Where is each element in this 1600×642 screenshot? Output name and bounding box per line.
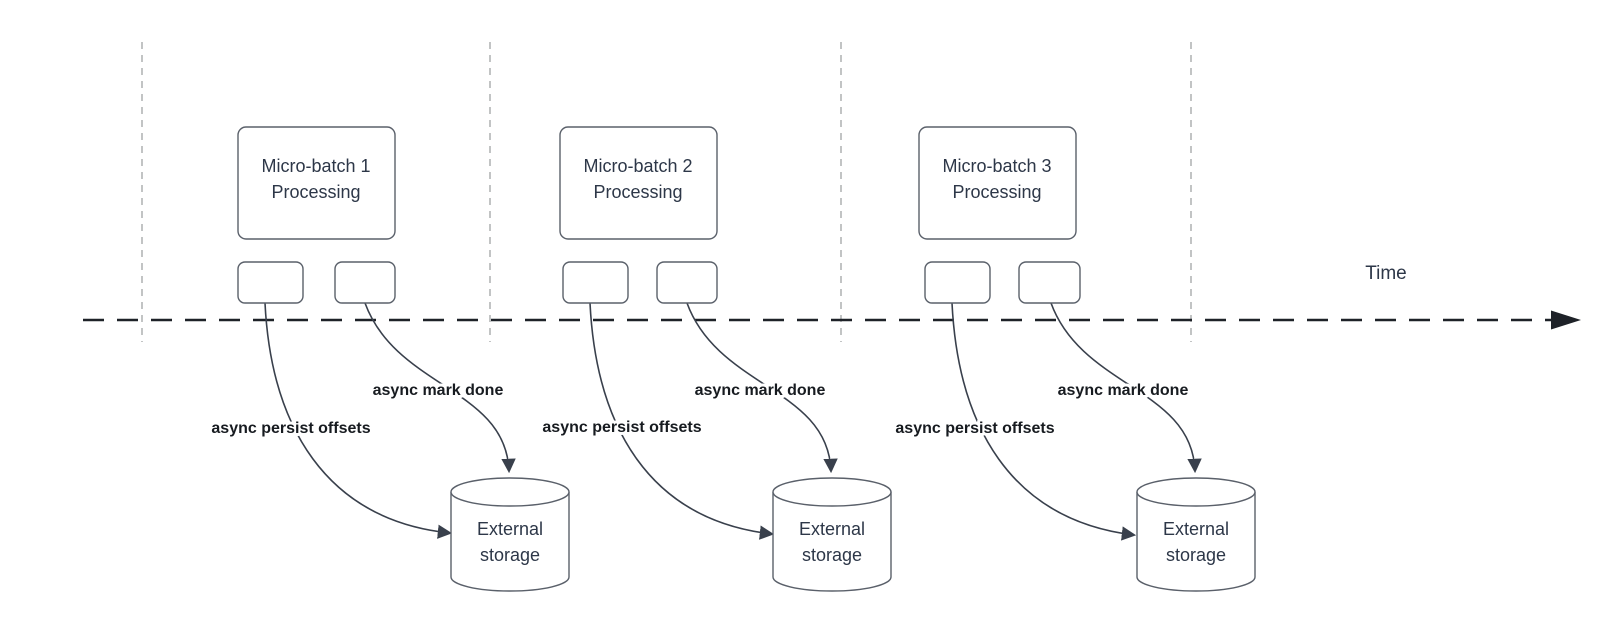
persist-offsets-label: async persist offsets: [211, 420, 370, 437]
cylinder-top: [772, 477, 892, 507]
processing-box-title-line1: Micro-batch 3: [942, 156, 1051, 176]
persist-offsets-label: async persist offsets: [542, 419, 701, 436]
storage-label-line1: External: [477, 519, 543, 539]
micro-batch-group-2: Micro-batch 2 Processing async persist o…: [539, 126, 892, 592]
mark-done-arrow: [1050, 302, 1202, 474]
storage-label-line2: storage: [802, 545, 862, 565]
persist-offsets-arrow: [951, 302, 1137, 541]
mark-done-arrow: [686, 302, 838, 474]
cylinder-top: [450, 477, 570, 507]
offset-task-rect: [562, 261, 629, 304]
processing-box-title-line1: Micro-batch 2: [583, 156, 692, 176]
mark-done-label: async mark done: [1058, 382, 1189, 399]
storage-label-line1: External: [799, 519, 865, 539]
mark-done-arrow: [364, 302, 516, 474]
cylinder-body: [1136, 492, 1256, 592]
processing-box-title-line2: Processing: [593, 182, 682, 202]
persist-offsets-arrow: [264, 302, 453, 539]
mark-done-label: async mark done: [373, 382, 504, 399]
storage-label-line2: storage: [480, 545, 540, 565]
micro-batch-group-3: Micro-batch 3 Processing async persist o…: [892, 126, 1256, 592]
interval-guides: [141, 42, 1192, 342]
processing-box-title-line2: Processing: [952, 182, 1041, 202]
mark-done-task-rect: [1018, 261, 1081, 304]
cylinder-body: [772, 492, 892, 592]
micro-batch-group-1: Micro-batch 1 Processing async persist o…: [208, 126, 570, 592]
storage-label-line1: External: [1163, 519, 1229, 539]
mark-done-label: async mark done: [695, 382, 826, 399]
external-storage-cylinder: External storage: [1136, 477, 1256, 592]
processing-box: [918, 126, 1077, 240]
offset-task-rect: [924, 261, 991, 304]
time-axis: Time: [83, 263, 1581, 330]
cylinder-top: [1136, 477, 1256, 507]
external-storage-cylinder: External storage: [772, 477, 892, 592]
processing-box: [237, 126, 396, 240]
time-axis-label: Time: [1365, 263, 1407, 284]
mark-done-task-rect: [334, 261, 396, 304]
cylinder-body: [450, 492, 570, 592]
persist-offsets-label: async persist offsets: [895, 420, 1054, 437]
mark-done-task-rect: [656, 261, 718, 304]
time-axis-arrowhead-icon: [1551, 310, 1581, 330]
persist-offsets-arrow: [589, 302, 775, 540]
offset-task-rect: [237, 261, 304, 304]
processing-box: [559, 126, 718, 240]
processing-box-title-line1: Micro-batch 1: [261, 156, 370, 176]
external-storage-cylinder: External storage: [450, 477, 570, 592]
storage-label-line2: storage: [1166, 545, 1226, 565]
processing-box-title-line2: Processing: [271, 182, 360, 202]
